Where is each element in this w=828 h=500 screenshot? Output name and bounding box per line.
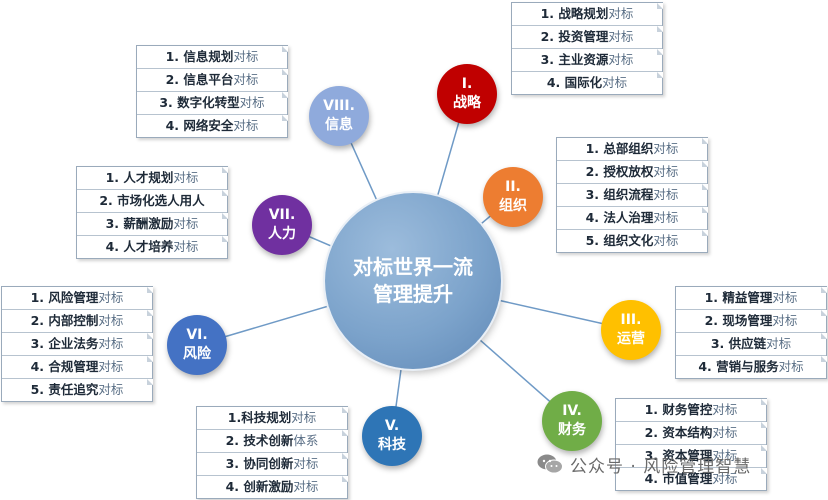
list-item: 2. 授权放权对标	[557, 161, 708, 184]
list-item: 2. 现场管理对标	[676, 310, 827, 333]
category-label: 风险	[183, 346, 211, 362]
items-box-technology: 1.科技规划对标 2. 技术创新体系 3. 协同创新对标 4. 创新激励对标	[196, 406, 348, 499]
category-label: 信息	[325, 117, 353, 133]
items-box-human-resources: 1. 人才规划对标 2. 市场化选人用人 3. 薪酬激励对标 4. 人才培养对标	[76, 166, 228, 259]
list-item: 4. 创新激励对标	[197, 476, 348, 498]
category-operations: III. 运营	[601, 300, 661, 360]
list-item: 1. 信息规划对标	[137, 46, 288, 69]
list-item: 2. 投资管理对标	[512, 26, 663, 49]
category-numeral: VIII.	[323, 98, 355, 114]
category-numeral: III.	[620, 312, 642, 328]
list-item: 5. 责任追究对标	[2, 379, 153, 401]
list-item: 4. 营销与服务对标	[676, 356, 827, 378]
list-item: 3. 组织流程对标	[557, 184, 708, 207]
category-strategy: I. 战略	[437, 64, 497, 124]
category-label: 财务	[558, 422, 586, 438]
category-risk: VI. 风险	[167, 315, 227, 375]
list-item: 1. 人才规划对标	[77, 167, 228, 190]
category-numeral: IV.	[562, 403, 582, 419]
category-label: 战略	[453, 95, 481, 111]
category-label: 组织	[499, 198, 527, 214]
items-box-operations: 1. 精益管理对标 2. 现场管理对标 3. 供应链对标 4. 营销与服务对标	[675, 286, 827, 379]
category-label: 运营	[617, 331, 645, 347]
items-box-organization: 1. 总部组织对标 2. 授权放权对标 3. 组织流程对标 4. 法人治理对标 …	[556, 137, 708, 253]
list-item: 4. 法人治理对标	[557, 207, 708, 230]
list-item: 2. 信息平台对标	[137, 69, 288, 92]
central-hub: 对标世界一流 管理提升	[325, 193, 501, 369]
list-item: 1. 风险管理对标	[2, 287, 153, 310]
watermark-text: 公众号 · 风险管理智慧	[570, 456, 752, 477]
list-item: 1. 精益管理对标	[676, 287, 827, 310]
list-item: 1. 总部组织对标	[557, 138, 708, 161]
hub-title-line2: 管理提升	[373, 282, 453, 306]
wechat-icon	[537, 454, 563, 474]
list-item: 4. 网络安全对标	[137, 115, 288, 137]
list-item: 1. 财务管控对标	[616, 399, 767, 422]
list-item: 1.科技规划对标	[197, 407, 348, 430]
list-item: 2. 资本结构对标	[616, 422, 767, 445]
wechat-watermark: 公众号 · 风险管理智慧	[536, 452, 752, 477]
items-box-information: 1. 信息规划对标 2. 信息平台对标 3. 数字化转型对标 4. 网络安全对标	[136, 45, 288, 138]
items-box-finance: 1. 财务管控对标 2. 资本结构对标 3. 资本管理对标 4. 市值管理对标	[615, 398, 767, 491]
category-organization: II. 组织	[483, 167, 543, 227]
list-item: 5. 组织文化对标	[557, 230, 708, 252]
list-item: 4. 合规管理对标	[2, 356, 153, 379]
list-item: 3. 供应链对标	[676, 333, 827, 356]
list-item: 4. 国际化对标	[512, 72, 663, 94]
category-numeral: VII.	[268, 207, 296, 223]
list-item: 2. 技术创新体系	[197, 430, 348, 453]
items-box-strategy: 1. 战略规划对标 2. 投资管理对标 3. 主业资源对标 4. 国际化对标	[511, 2, 663, 95]
category-numeral: V.	[384, 418, 400, 434]
list-item: 4. 市值管理对标	[616, 468, 767, 490]
category-label: 科技	[378, 437, 406, 453]
category-information: VIII. 信息	[309, 86, 369, 146]
hub-title-line1: 对标世界一流	[353, 255, 473, 279]
list-item: 1. 战略规划对标	[512, 3, 663, 26]
list-item: 3. 主业资源对标	[512, 49, 663, 72]
list-item: 3. 数字化转型对标	[137, 92, 288, 115]
list-item: 3. 协同创新对标	[197, 453, 348, 476]
category-finance: IV. 财务	[542, 391, 602, 451]
category-numeral: I.	[461, 76, 473, 92]
list-item: 3. 薪酬激励对标	[77, 213, 228, 236]
category-numeral: II.	[505, 179, 521, 195]
list-item: 2. 市场化选人用人	[77, 190, 228, 213]
category-technology: V. 科技	[362, 406, 422, 466]
list-item: 3. 企业法务对标	[2, 333, 153, 356]
category-human-resources: VII. 人力	[252, 195, 312, 255]
list-item: 4. 人才培养对标	[77, 236, 228, 258]
list-item: 2. 内部控制对标	[2, 310, 153, 333]
list-item: 3. 资本管理对标	[616, 445, 767, 468]
category-label: 人力	[268, 226, 296, 242]
items-box-risk: 1. 风险管理对标 2. 内部控制对标 3. 企业法务对标 4. 合规管理对标 …	[1, 286, 153, 402]
category-numeral: VI.	[186, 327, 208, 343]
